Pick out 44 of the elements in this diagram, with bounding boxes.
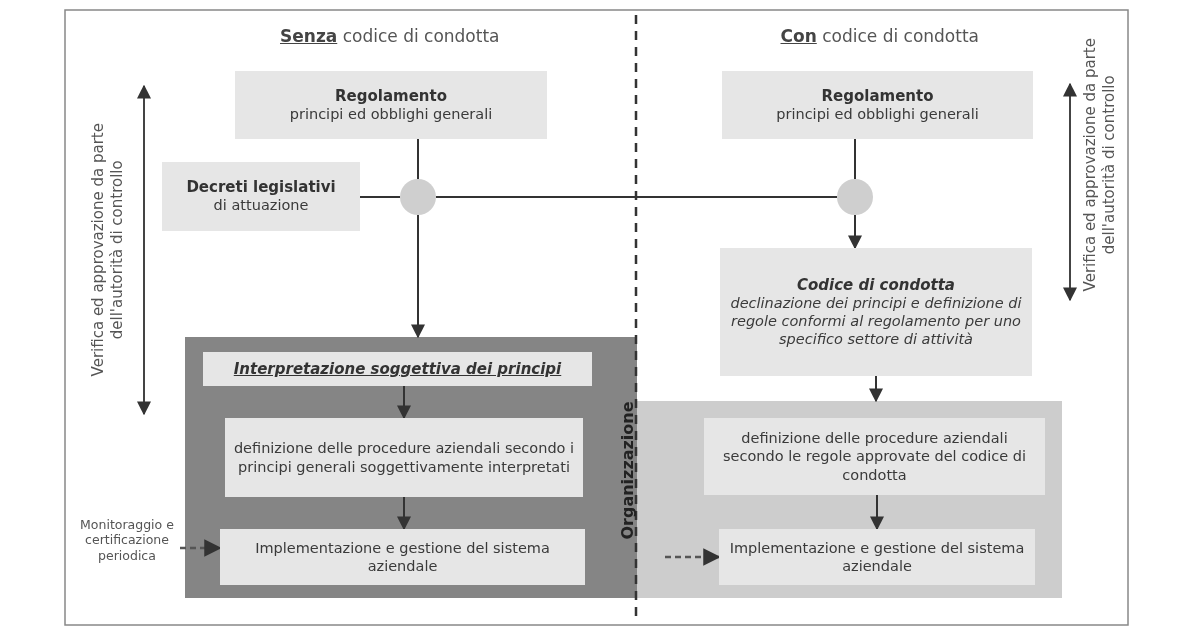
arrow bbox=[870, 494, 884, 531]
arrow bbox=[411, 214, 425, 339]
arrow bbox=[869, 375, 883, 403]
arrow bbox=[397, 496, 411, 531]
section-label: Organizzazione bbox=[617, 400, 637, 540]
process-box bbox=[162, 162, 360, 231]
panel-background bbox=[637, 401, 1062, 598]
process-box bbox=[225, 418, 583, 497]
junction-circle bbox=[400, 179, 436, 215]
process-box bbox=[704, 418, 1045, 495]
column-heading: Con codice di condotta bbox=[780, 26, 980, 46]
arrow bbox=[397, 385, 411, 420]
note-text: Monitoraggio e certificazione periodica bbox=[79, 516, 175, 564]
box-heading: Decreti legislativi bbox=[186, 178, 336, 197]
process-box bbox=[719, 529, 1035, 585]
box-text: definizione delle procedure aziendali secondo i principi generali soggettivamente interpretati bbox=[233, 439, 575, 476]
box-text: Implementazione e gestione del sistema aziendale bbox=[728, 538, 1026, 576]
box-text: di attuazione bbox=[213, 196, 309, 215]
box-heading: Regolamento bbox=[821, 86, 934, 105]
connector-line bbox=[854, 138, 856, 180]
box-text: definizione delle procedure aziendali secondo le regole approvate del codice di condotta bbox=[722, 429, 1027, 484]
arrow bbox=[848, 214, 862, 250]
side-note: Verifica ed approvazione da parte dell'autorità di controllo bbox=[89, 122, 127, 379]
arrow bbox=[665, 548, 721, 566]
junction-circle bbox=[837, 179, 873, 215]
box-text: Implementazione e gestione del sistema aziendale bbox=[254, 538, 551, 576]
box-text: principi ed obblighi generali bbox=[776, 104, 979, 124]
connector-line bbox=[435, 196, 838, 198]
process-box bbox=[235, 71, 547, 139]
column-heading: Senza codice di condotta bbox=[280, 26, 500, 46]
panel-background bbox=[185, 337, 637, 598]
arrow bbox=[180, 539, 222, 557]
process-box bbox=[722, 71, 1033, 139]
process-box bbox=[220, 529, 585, 585]
process-box bbox=[203, 352, 592, 386]
box-heading: Regolamento bbox=[335, 86, 447, 105]
box-text: principi ed obblighi generali bbox=[289, 104, 493, 124]
process-box bbox=[720, 248, 1032, 376]
connector-line bbox=[359, 196, 401, 198]
side-note: Verifica ed approvazione da parte dell'autorità di controllo bbox=[1081, 37, 1119, 294]
box-text: declinazione dei principi e definizione di regole conformi al regolamento per uno specifico settore di attività bbox=[729, 293, 1023, 349]
connector-line bbox=[417, 138, 419, 180]
box-heading: Interpretazione soggettiva dei principi bbox=[233, 360, 562, 378]
box-heading: Codice di condotta bbox=[797, 275, 955, 294]
